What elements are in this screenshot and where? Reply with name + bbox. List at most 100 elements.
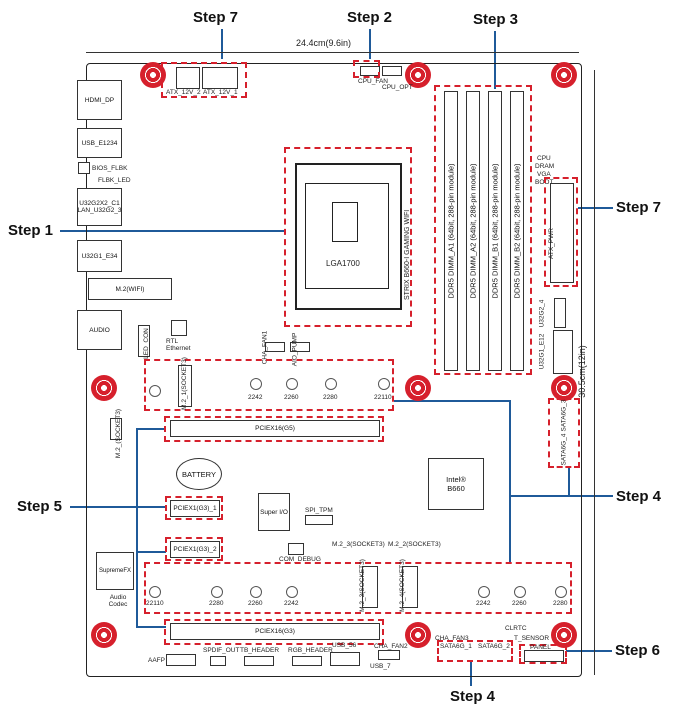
atx-power-highlight <box>544 177 578 287</box>
cpu-socket-label: LGA1700 <box>326 259 360 268</box>
spi-tpm-label: SPI_TPM <box>305 507 333 514</box>
cpu-die <box>332 202 358 242</box>
pciex1-2-slot: PCIEX1(G3)_2 <box>170 541 220 558</box>
cha-fan3-label: CHA_FAN3 <box>435 635 469 642</box>
board-outline <box>86 63 582 677</box>
mount-hole-ml <box>91 375 117 401</box>
step4-right-label: Step 4 <box>616 488 662 505</box>
width-dimension-label: 24.4cm(9.6in) <box>296 38 352 48</box>
super-io-chip: Super I/O <box>258 493 290 531</box>
dimm-slot-a2: DDR5 DIMM_A2 (64bit, 288-pin module) <box>466 91 480 371</box>
dimm-highlight <box>434 85 532 375</box>
panel-highlight <box>519 644 567 664</box>
m2-3-label: M.2_3(SOCKET3) <box>358 559 366 612</box>
aafp-header <box>166 654 196 666</box>
atx-power-label: ATX_PWR <box>547 228 555 259</box>
mount-hole-bm <box>405 622 431 648</box>
mount-hole-mm <box>405 375 431 401</box>
cpu-fan-highlight <box>353 60 380 78</box>
led-con-label: LED_CON <box>142 328 150 359</box>
m2-bot-size-r0: 2242 <box>476 600 491 607</box>
clrtc-label: CLRTC <box>505 625 527 632</box>
m2-bot-standoff-3 <box>286 586 298 598</box>
chipset-model: B660 <box>447 484 465 493</box>
m2-top-standoff-3 <box>325 378 337 390</box>
battery: BATTERY <box>176 458 222 490</box>
t-sensor-label: T_SENSOR <box>514 635 550 642</box>
lan-u32g2-label: LAN_U32G2_3 <box>77 207 122 214</box>
usb-56-header <box>330 652 360 666</box>
step7-top-leader <box>221 29 223 59</box>
m2-top-standoff-4 <box>378 378 390 390</box>
step2-label: Step 2 <box>347 9 393 26</box>
rgb-header <box>292 656 322 666</box>
sata6g-1-label: SATA6G_1 <box>440 643 472 650</box>
u32g1-e12-header <box>553 330 573 374</box>
m2-leader-v <box>509 400 511 562</box>
m2-top-size-3: 22110 <box>374 394 392 401</box>
m2-top-highlight <box>144 359 394 411</box>
supremefx-label: SupremeFX <box>98 568 131 574</box>
sata-right-highlight <box>548 398 580 468</box>
atx12v-2-connector <box>176 67 200 89</box>
led-con-header <box>138 325 150 357</box>
step4-bottom-leader <box>470 660 472 686</box>
usb-7-label: USB_7 <box>370 663 391 670</box>
cpu-socket-highlight <box>284 147 412 327</box>
m2-top-standoff-0 <box>149 385 161 397</box>
mount-hole-bl <box>91 622 117 648</box>
dimm-b2-label: DDR5 DIMM_B2 (64bit, 288-pin module) <box>512 163 522 299</box>
dimm-b1-label: DDR5 DIMM_B1 (64bit, 288-pin module) <box>490 163 500 299</box>
m2-bot-standoff-2 <box>250 586 262 598</box>
step3-leader <box>494 31 496 89</box>
sata-bottom-highlight <box>437 640 513 662</box>
pcie-bracket-bot <box>136 551 166 553</box>
dimm-a1-label: DDR5 DIMM_A1 (64bit, 288-pin module) <box>446 163 456 299</box>
step6-leader <box>566 650 612 652</box>
aafp-label: AAFP <box>148 657 165 664</box>
atx12v-highlight <box>161 62 247 98</box>
mount-hole-tr <box>551 62 577 88</box>
sata6g-2-label: SATA6G_2 <box>478 643 510 650</box>
step2-leader <box>369 29 371 59</box>
cha-fan2-header <box>378 650 400 660</box>
dimm-slot-b1: DDR5 DIMM_B1 (64bit, 288-pin module) <box>488 91 502 371</box>
m2-bot-size-l2: 2260 <box>248 600 263 607</box>
sata6g-4-label: SATA6G_4 <box>560 433 568 466</box>
atx-power-connector <box>550 183 574 283</box>
super-io-label: Super I/O <box>260 508 288 516</box>
m2-leader-h <box>394 400 510 402</box>
sata6g-3-label: SATA6G_3 <box>560 399 568 432</box>
m2-bottom-highlight <box>144 562 572 614</box>
step5-leader <box>70 506 167 508</box>
step7-right-leader <box>578 207 613 209</box>
tb-header-label: TB_HEADER <box>240 647 280 654</box>
pciex1-2-highlight <box>165 537 223 561</box>
led-cpu-label: CPU <box>537 155 551 162</box>
m2-socket3-header <box>110 418 122 440</box>
board-name-label: STRIX B660-I GAMING WIFI <box>404 209 411 300</box>
chipset-brand: Intel® <box>446 475 466 484</box>
aio-pump-header <box>290 342 310 352</box>
u32g2-4-label: U32G2_4 <box>538 299 546 328</box>
step7-top-label: Step 7 <box>193 9 239 26</box>
m2-wifi-module: M.2(WIFI) <box>88 278 172 300</box>
m2-4-label: M.2_4(SOCKET3) <box>398 559 406 612</box>
cpu-opt-header <box>382 66 402 76</box>
m2-bot-standoff-1 <box>211 586 223 598</box>
chipset: Intel® B660 <box>428 458 484 510</box>
dimm-slot-b2: DDR5 DIMM_B2 (64bit, 288-pin module) <box>510 91 524 371</box>
m2-top-size-2: 2280 <box>323 394 338 401</box>
spdif-label: SPDIF_OUT <box>203 647 240 654</box>
cpu-opt-label: CPU_OPT <box>382 84 413 91</box>
step4-right-leader-v <box>568 466 570 496</box>
pcie-bracket-v <box>136 428 138 553</box>
m2-3-top-label: M.2_3(SOCKET3) <box>332 541 385 548</box>
pciex1-1-highlight <box>165 496 223 520</box>
m2-1-slot <box>178 365 192 407</box>
cpu-fan-label: CPU_FAN <box>358 78 388 85</box>
pciex16-g3-slot: PCIEX16(G3) <box>170 623 380 640</box>
cha-fan2-label: CHA_FAN2 <box>374 643 408 650</box>
led-vga-label: VGA <box>537 171 551 178</box>
